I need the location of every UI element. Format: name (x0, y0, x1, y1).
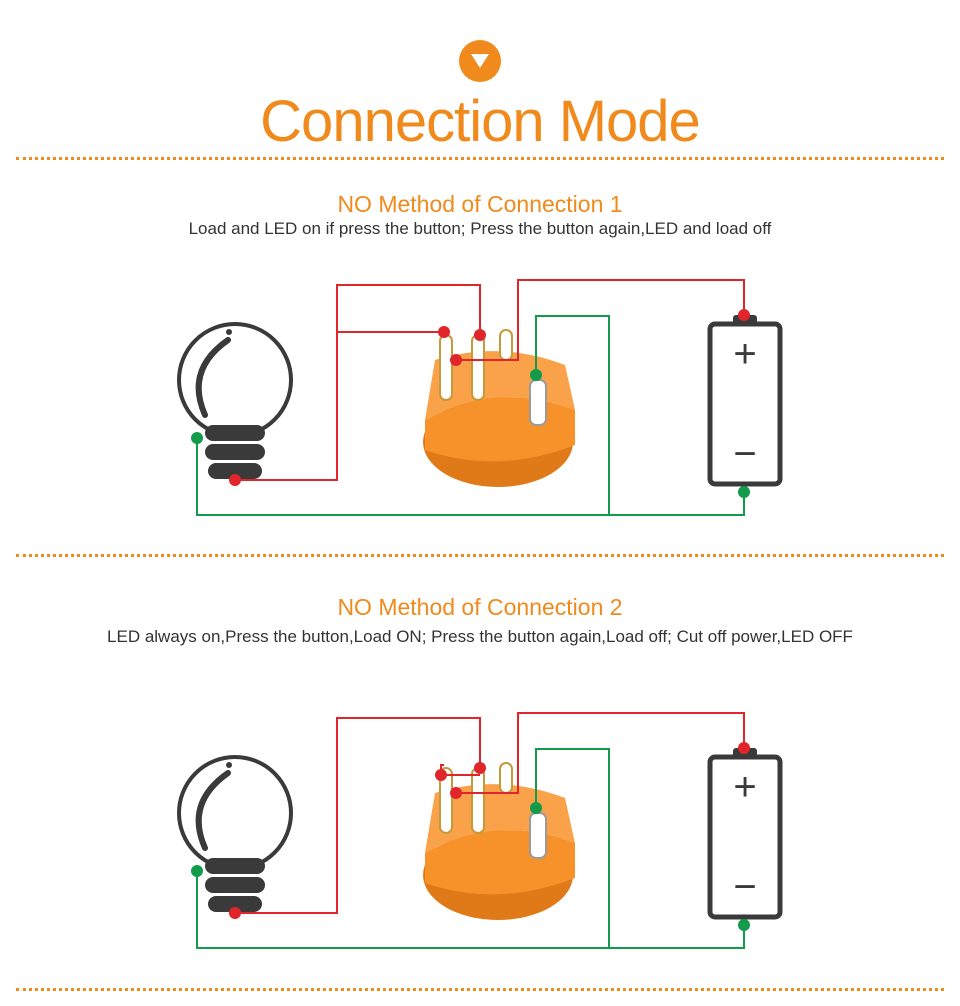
battery-plus-label: + (733, 765, 756, 809)
rocker-switch-icon (423, 762, 575, 920)
page-title: Connection Mode (260, 89, 701, 154)
divider (16, 157, 944, 160)
battery-minus-label: − (733, 865, 756, 909)
red-wires (235, 712, 745, 914)
rocker-switch-icon (423, 329, 575, 487)
connection-points (191, 742, 750, 931)
wiring-diagram-1: + − (177, 279, 783, 516)
divider (16, 988, 944, 991)
battery-icon: + − (707, 315, 783, 487)
battery-plus-label: + (733, 332, 756, 376)
section-1-description: Load and LED on if press the button; Pre… (188, 219, 772, 238)
divider (16, 554, 944, 557)
connection-points (191, 309, 750, 498)
section-2-title: NO Method of Connection 2 (337, 594, 623, 620)
light-bulb-icon (177, 755, 293, 912)
battery-icon: + − (707, 748, 783, 920)
battery-minus-label: − (733, 432, 756, 476)
section-2-description: LED always on,Press the button,Load ON; … (107, 627, 853, 646)
green-wires (196, 315, 745, 516)
section-1-title: NO Method of Connection 1 (337, 191, 623, 217)
light-bulb-icon (177, 322, 293, 479)
green-wires (196, 748, 745, 949)
wiring-diagram-2: + − (177, 712, 783, 949)
chevron-down-icon (459, 40, 501, 82)
red-wires (235, 279, 745, 481)
